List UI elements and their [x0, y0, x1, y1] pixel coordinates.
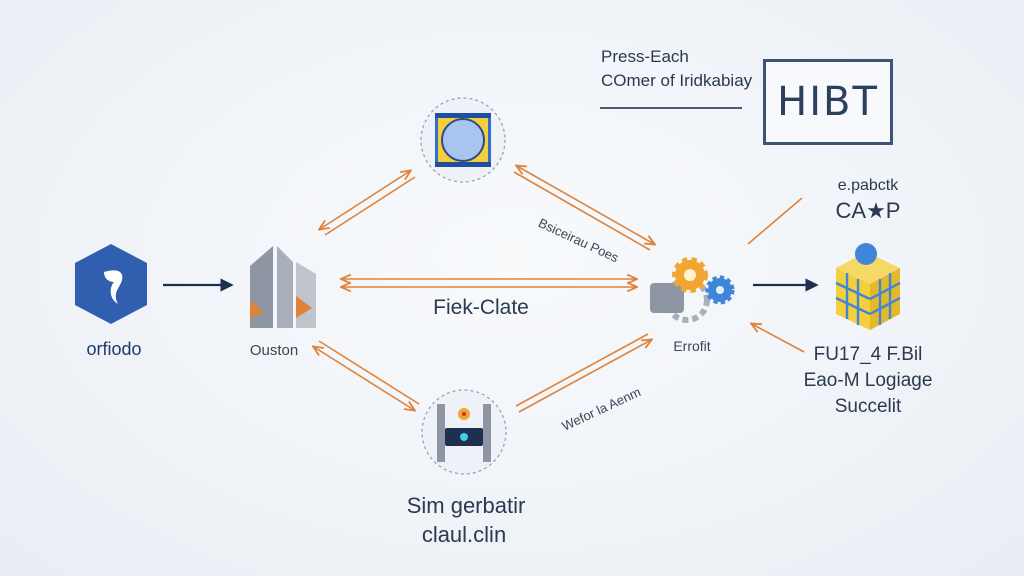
cube-bottom-line2: Eao-M Logiage — [803, 370, 933, 391]
arrow-cube-label-to-gears — [747, 197, 803, 245]
legend-line1: Press-Each — [601, 47, 689, 66]
left-logo-icon — [75, 244, 147, 324]
edge-tower-server — [314, 340, 420, 410]
center-edge-label: Fiek-Clate — [433, 296, 529, 319]
gears-label: Errofit — [673, 338, 711, 354]
arrow-bottom-label-to-gears — [752, 324, 805, 353]
edge-server-gears — [515, 333, 651, 413]
hibt-text: HIBT — [777, 79, 879, 125]
cube-top-line1: e.pabctk — [837, 177, 899, 194]
tower-label: Ouston — [249, 342, 299, 359]
cube-top-line2: CA★P — [835, 198, 901, 223]
cube-bottom-line1: FU17_4 F.Bil — [813, 344, 923, 365]
edge-chip-gears — [513, 166, 654, 251]
chip-icon — [420, 97, 506, 183]
hibt-box: HIBT — [763, 59, 893, 145]
edge-tower-gears — [342, 279, 636, 287]
server-icon — [421, 389, 507, 475]
left-logo-label: orfiodo — [86, 339, 142, 359]
cube-bottom-line3: Succelit — [834, 396, 902, 417]
edge-tower-chip — [320, 171, 416, 236]
server-label-line1: Sim gerbatir — [406, 493, 526, 518]
tower-icon — [250, 246, 316, 328]
gears-icon — [650, 257, 735, 323]
server-label-line2: claul.clin — [421, 522, 507, 547]
legend-line2: COmer of Iridkabiay — [601, 71, 753, 90]
cube-icon — [835, 243, 901, 330]
